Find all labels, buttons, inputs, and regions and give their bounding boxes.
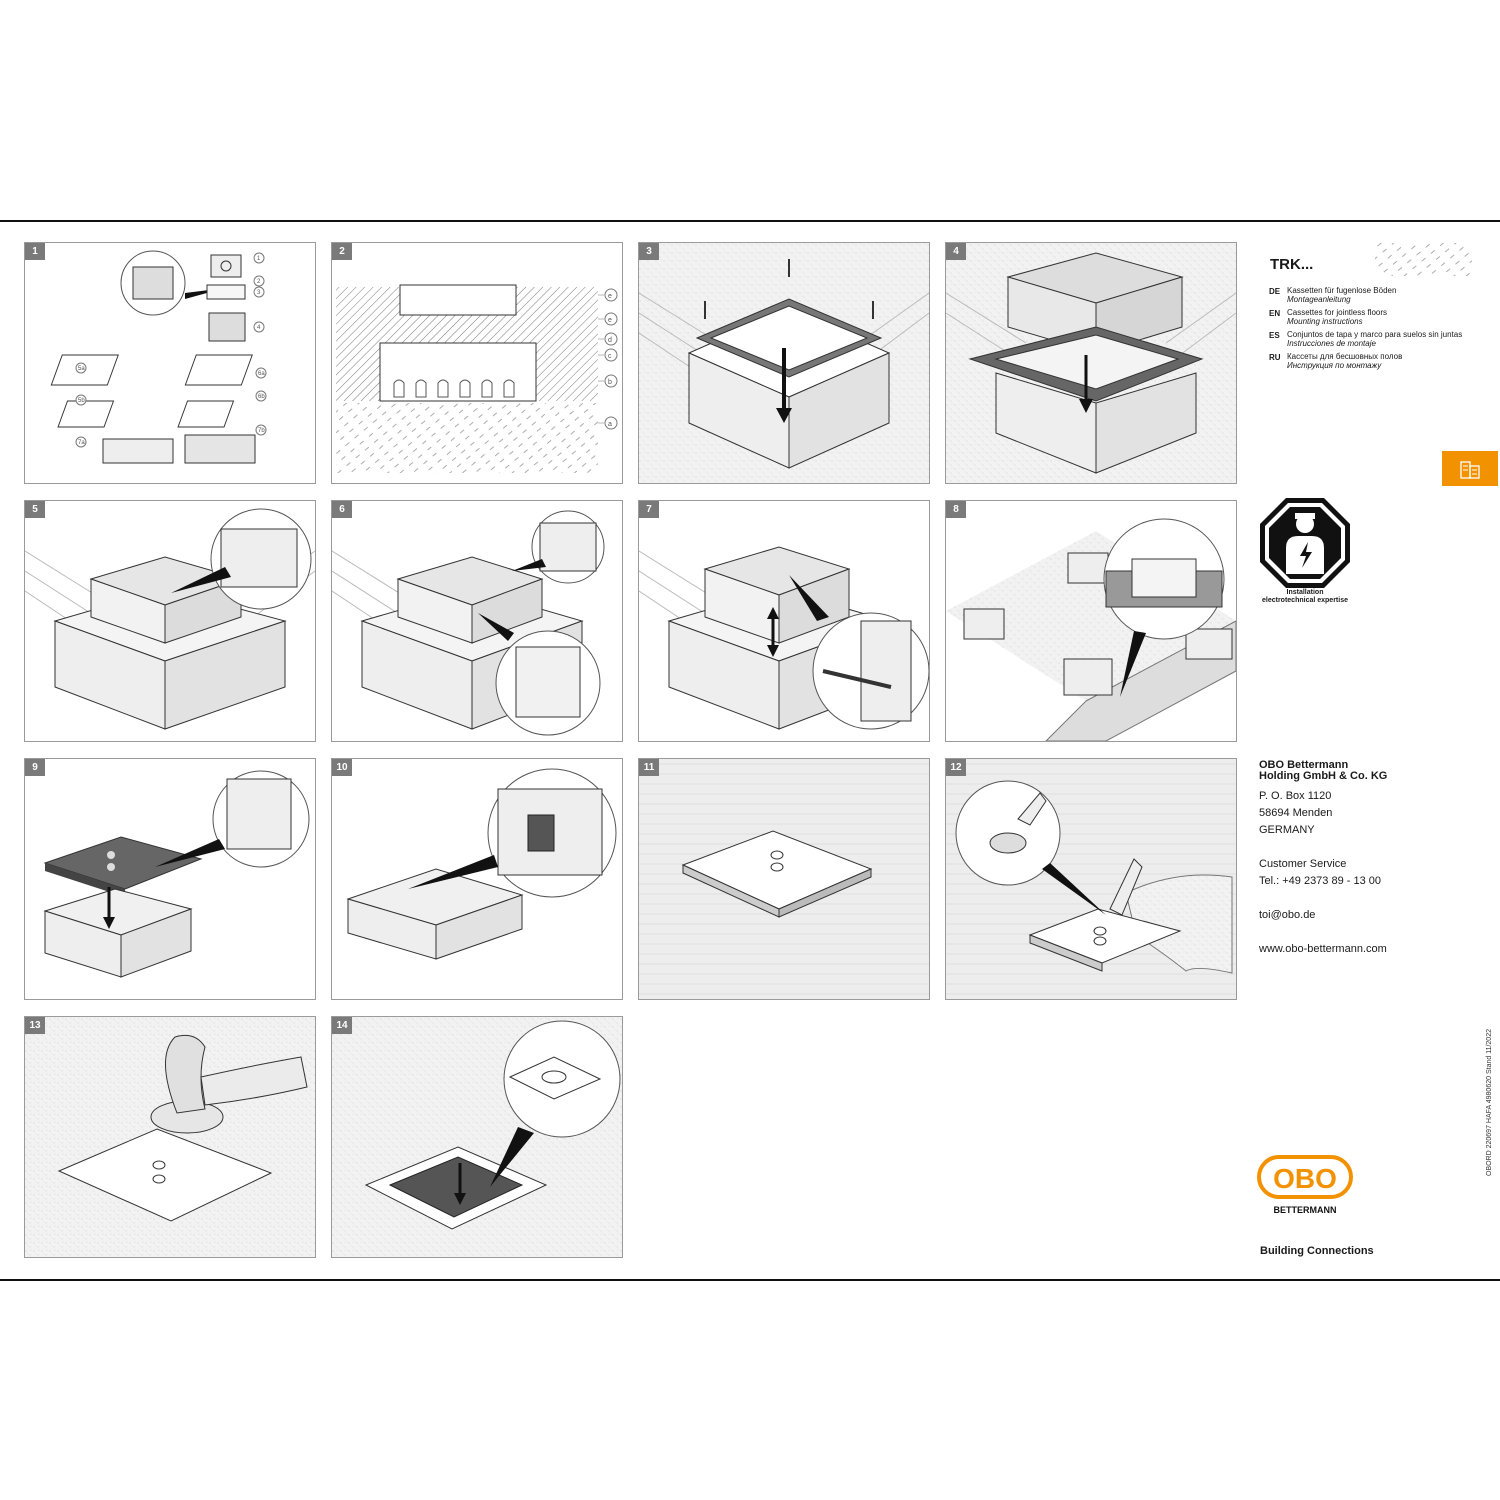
cassette-adjust-screw-illustration	[332, 510, 605, 736]
brand-slogan: Building Connections	[1260, 1245, 1374, 1257]
callout-2: 2	[257, 279, 261, 285]
language-title: Conjuntos de tapa y marco para suelos si…	[1287, 330, 1463, 339]
po-box: P. O. Box 1120	[1259, 790, 1332, 802]
company-name-line1: OBO Bettermann	[1259, 759, 1349, 771]
step-number: 8	[946, 501, 966, 518]
step-number: 3	[639, 243, 659, 260]
step-14-panel: 14	[331, 1016, 623, 1258]
step-3-panel: 3	[638, 242, 930, 484]
warning-caption-line2: electrotechnical expertise	[1262, 597, 1348, 604]
language-subtitle: Mounting instructions	[1287, 317, 1363, 326]
title-decoration	[1375, 243, 1472, 276]
website-link[interactable]: www.obo-bettermann.com	[1259, 943, 1387, 955]
email-link[interactable]: toi@obo.de	[1259, 909, 1316, 921]
language-subtitle: Instrucciones de montaje	[1287, 339, 1376, 348]
height-adjust-illustration	[639, 546, 929, 730]
company-address: OBO Bettermann Holding GmbH & Co. KG P. …	[1259, 760, 1479, 958]
cover-plate-illustration	[43, 770, 310, 978]
callout-7b: 7b	[258, 428, 265, 434]
grinding-illustration	[25, 1017, 315, 1257]
cassette-levelling-illustration	[25, 508, 315, 730]
callout-7a: 7a	[78, 440, 85, 446]
step-number: 1	[25, 243, 45, 260]
step-1-panel: 1 1 2 3 4 5a 5b 6a 6b 7a 7b	[24, 242, 316, 484]
language-subtitle: Montageanleitung	[1287, 295, 1351, 304]
building-icon	[1460, 460, 1480, 479]
step-10-panel: 10	[331, 758, 623, 1000]
step-5-panel: 5	[24, 500, 316, 742]
language-code: ES	[1269, 331, 1280, 340]
step-number: 13	[25, 1017, 45, 1034]
language-title: Cassettes for jointless floors	[1287, 308, 1388, 317]
cassette-frame-illustration	[946, 243, 1236, 483]
callout-3: 3	[257, 290, 261, 296]
step-number: 14	[332, 1017, 352, 1034]
step-number: 4	[946, 243, 966, 260]
city: 58694 Menden	[1259, 807, 1333, 819]
step-4-panel: 4	[945, 242, 1237, 484]
logo-subtext: BETTERMANN	[1274, 1205, 1337, 1215]
callout-6a: 6a	[258, 371, 265, 377]
language-title: Кассеты для бесшовных полов	[1287, 352, 1403, 361]
company-name-line2: Holding GmbH & Co. KG	[1259, 770, 1388, 782]
callout-6b: 6b	[258, 394, 265, 400]
language-title: Kassetten für fugenlose Böden	[1287, 286, 1397, 295]
customer-service-label: Customer Service	[1259, 858, 1347, 870]
step-number: 2	[332, 243, 352, 260]
step-number: 7	[639, 501, 659, 518]
step-8-panel: 8	[945, 500, 1237, 742]
step-number: 10	[332, 759, 352, 776]
exploded-parts-illustration: 1 2 3 4 5a 5b 6a 6b 7a 7b	[50, 250, 267, 464]
screed-plate-illustration	[639, 759, 929, 999]
callout-1: 1	[257, 256, 261, 262]
language-subtitle: Инструкция по монтажу	[1287, 361, 1382, 370]
step-number: 6	[332, 501, 352, 518]
obo-logo: OBO BETTERMANN	[1257, 1155, 1353, 1215]
floor-installation-illustration	[946, 518, 1236, 741]
callout-5b: 5b	[78, 398, 85, 404]
step-13-panel: 13	[24, 1016, 316, 1258]
phone-number: Tel.: +49 2373 89 - 13 00	[1259, 875, 1382, 887]
step-6-panel: 6	[331, 500, 623, 742]
instruction-sheet	[0, 220, 1500, 1281]
step-number: 9	[25, 759, 45, 776]
callout-e1: e	[608, 293, 612, 300]
callout-e2: e	[608, 317, 612, 324]
step-12-panel: 12	[945, 758, 1237, 1000]
callout-c: c	[608, 353, 612, 360]
language-code: DE	[1269, 287, 1281, 296]
country: GERMANY	[1259, 824, 1315, 836]
warning-caption-line1: Installation	[1286, 589, 1324, 596]
final-insert-illustration	[332, 1017, 622, 1257]
logo-text: OBO	[1273, 1163, 1337, 1194]
step-2-panel: 2 e e d c b a	[331, 242, 623, 484]
language-code: RU	[1269, 353, 1281, 362]
language-row-es: ES Conjuntos de tapa y marco para suelos…	[1269, 330, 1484, 348]
step-number: 5	[25, 501, 45, 518]
step-11-panel: 11	[638, 758, 930, 1000]
electrician-hazard-icon	[1260, 498, 1350, 588]
callout-d: d	[608, 337, 612, 344]
language-code: EN	[1269, 309, 1281, 318]
frame-screw-illustration	[639, 243, 929, 483]
step-number: 11	[639, 759, 659, 776]
product-title: TRK...	[1270, 256, 1314, 273]
step-9-panel: 9	[24, 758, 316, 1000]
floor-pour-illustration	[946, 759, 1236, 999]
callout-a: a	[608, 421, 612, 428]
insert-illustration	[346, 768, 617, 960]
callout-5a: 5a	[78, 366, 85, 372]
document-reference: OBORD 220697 HAFA 4980620 Stand 11/2022	[1486, 1029, 1493, 1176]
warning-caption: Installation electrotechnical expertise	[1246, 589, 1364, 605]
callout-b: b	[608, 379, 612, 386]
floor-section-illustration: e e d c b a	[336, 284, 618, 473]
category-tab[interactable]	[1442, 451, 1498, 486]
step-number: 12	[946, 759, 966, 776]
step-7-panel: 7	[638, 500, 930, 742]
callout-4: 4	[257, 325, 261, 331]
